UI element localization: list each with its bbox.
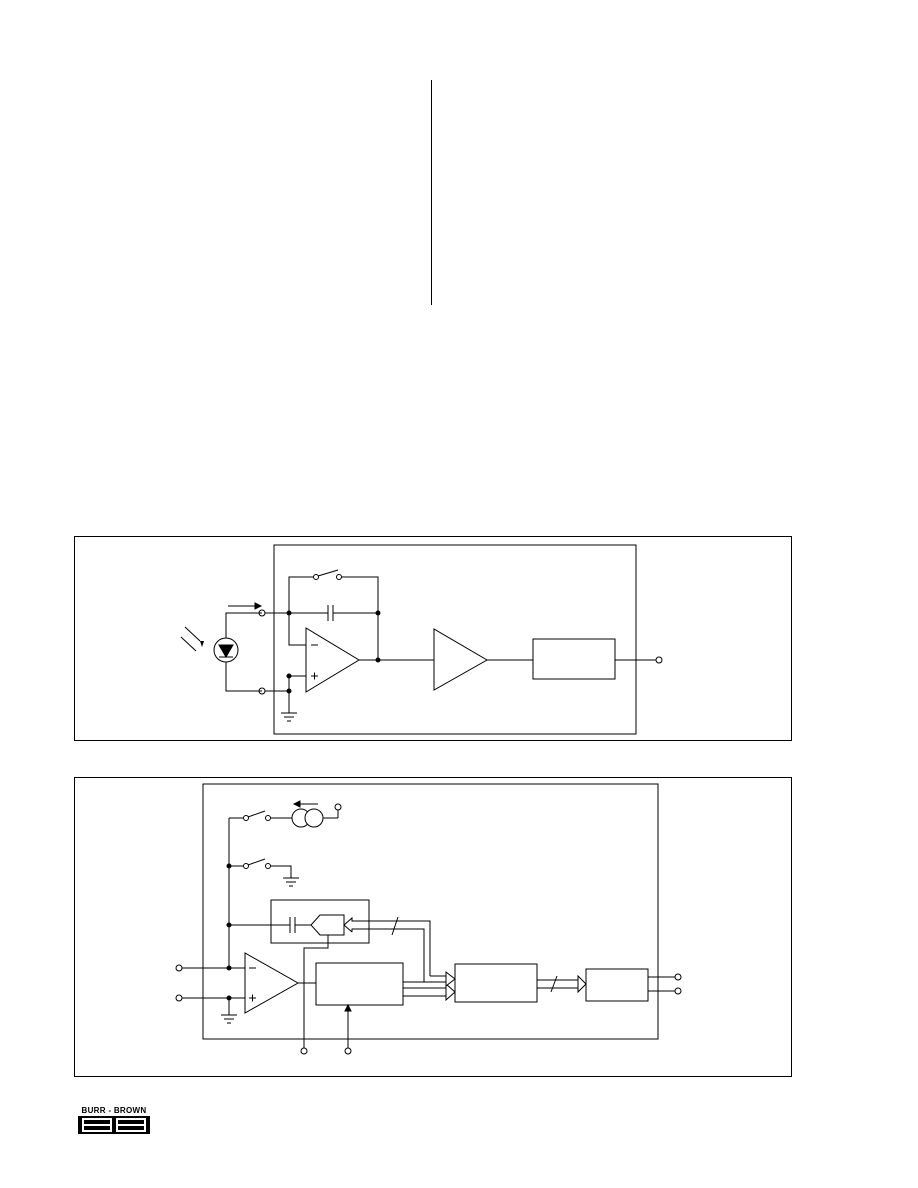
ground-switch bbox=[229, 858, 299, 887]
current-source-switch bbox=[229, 810, 292, 821]
output-pin-a bbox=[674, 973, 682, 981]
column-divider bbox=[431, 80, 432, 305]
programmable-capacitor-block bbox=[229, 899, 431, 1048]
output-pin bbox=[655, 656, 663, 664]
output-pin-b bbox=[674, 987, 682, 995]
register-block bbox=[454, 963, 538, 1003]
chip-boundary-2 bbox=[202, 783, 659, 1040]
figure-2-circuit bbox=[175, 783, 682, 1055]
logo-bb-icon bbox=[82, 1118, 146, 1132]
current-arrow bbox=[228, 602, 263, 610]
adc-block bbox=[315, 962, 404, 1006]
bottom-pin-2 bbox=[344, 1047, 352, 1055]
burr-brown-logo: BURR - BROWN bbox=[78, 1106, 150, 1134]
integration-capacitor bbox=[286, 605, 381, 660]
figure-1-circuit bbox=[180, 544, 663, 735]
logo-brand-text: BURR - BROWN bbox=[81, 1106, 147, 1115]
output-interface-block bbox=[585, 968, 649, 1002]
output-block bbox=[532, 638, 616, 680]
current-source-icon bbox=[291, 800, 342, 828]
integrator-opamp bbox=[281, 613, 434, 722]
logo-mark bbox=[78, 1116, 150, 1134]
gain-amplifier bbox=[433, 628, 489, 691]
bottom-pin-1 bbox=[300, 1047, 308, 1055]
figure-1-photodiode-integrator bbox=[74, 536, 792, 741]
photodiode-icon bbox=[180, 612, 262, 692]
chip-boundary-1 bbox=[273, 544, 637, 735]
reset-switch bbox=[288, 569, 379, 613]
input-pin-a bbox=[175, 964, 183, 972]
input-opamp bbox=[244, 952, 316, 1014]
input-pin-b bbox=[175, 994, 183, 1002]
